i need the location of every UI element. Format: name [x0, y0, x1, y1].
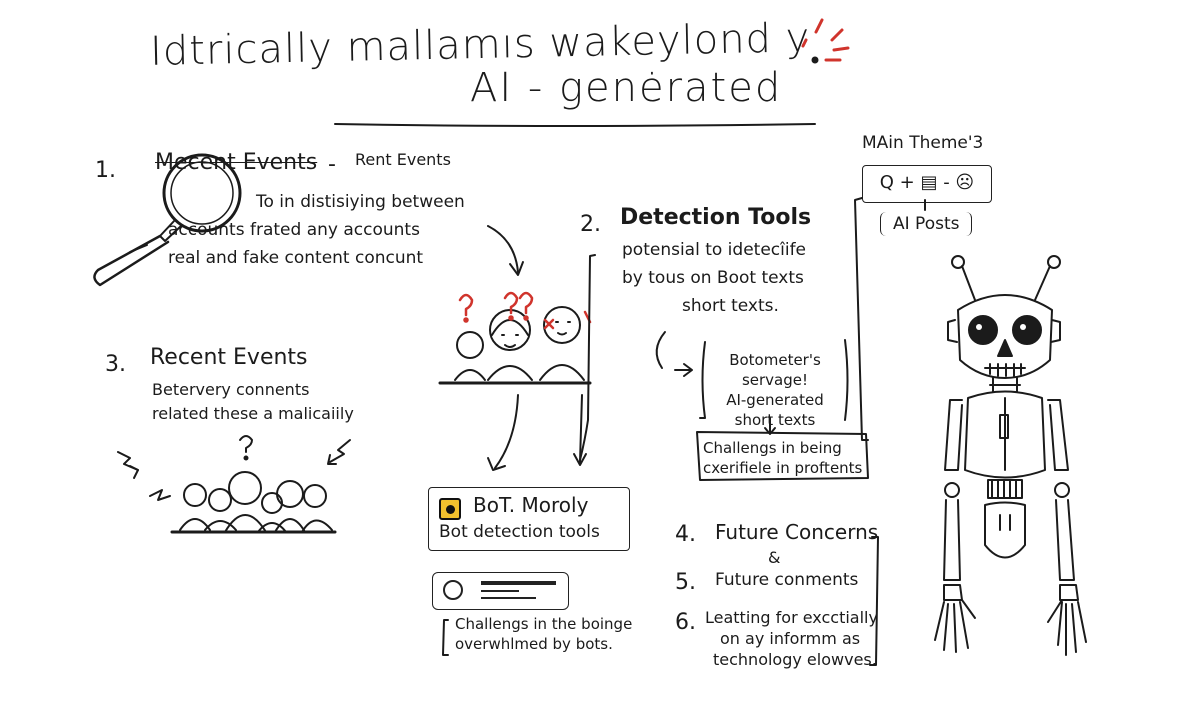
bottom-challenge-line-1: Challengs in the boinge: [455, 615, 633, 633]
section-2-challenge-line-2: cxerifiele in proftents: [703, 459, 863, 477]
arrow-line: [487, 225, 519, 273]
botometer-line-3: short texts: [734, 411, 816, 429]
lightning-arrow-icon: [117, 439, 351, 501]
bot-box-subtitle: Bot detection tools: [439, 522, 600, 542]
section-1-line-3: real and fake content concunt: [168, 248, 424, 268]
section-2-text: potensial to idetecîife by tous on Boot …: [622, 236, 842, 320]
connector-line: [579, 254, 596, 461]
search-line: [481, 581, 556, 585]
bracket: [699, 341, 706, 419]
section-4-heading: Future Concerns: [715, 520, 879, 544]
search-line: [481, 590, 519, 592]
robot-illustration: [934, 255, 1087, 656]
arrow-head: [573, 453, 587, 466]
bracket: [844, 339, 849, 421]
bracket: [442, 619, 449, 656]
section-5-text: Future conments: [715, 570, 859, 590]
section-1-line-2: accounts frated any accounts: [168, 220, 420, 240]
section-2-challenge: Challengs in being cxerifiele in proften…: [703, 438, 868, 478]
section-2-heading: Detection Tools: [620, 205, 812, 230]
search-line: [481, 597, 536, 599]
section-1-number: 1.: [95, 158, 116, 183]
section-1-subheading: Rent Events: [355, 150, 451, 169]
curved-arrow: [655, 331, 666, 369]
section-2-line-1: potensial to idetecîife: [622, 240, 807, 260]
botometer-line-2: AI-generated: [726, 391, 824, 409]
bot-detection-box: BoT. Moroly Bot detection tools: [428, 487, 630, 551]
crowd-illustration: [170, 435, 337, 534]
section-6-line-3: technology elowves.: [713, 650, 877, 669]
bot-box-title: BoT. Moroly: [473, 493, 589, 517]
arrow-line: [579, 394, 583, 463]
section-2-challenge-line-1: Challengs in being: [703, 439, 842, 457]
main-theme-icons-box: Q + ▤ - ☹: [862, 165, 992, 203]
search-icon: [443, 580, 463, 600]
exclamation-icon: [801, 18, 850, 62]
section-1-heading: Mecent Events: [155, 150, 318, 175]
section-3-heading: Recent Events: [150, 345, 308, 370]
section-3-number: 3.: [105, 352, 126, 377]
section-2-line-2: by tous on Boot texts: [622, 268, 804, 288]
section-4-amp: &: [768, 548, 781, 567]
arrow-head: [509, 261, 524, 276]
magnifying-glass-icon: [93, 153, 242, 287]
page-subtitle: AI - genėrated: [470, 65, 783, 111]
bracket: [869, 536, 879, 666]
bot-logo-icon: [439, 498, 461, 520]
section-6-line-2: on ay informm as: [720, 629, 861, 648]
section-6-line-1: Leatting for excctially: [705, 608, 878, 627]
section-2-line-3: short texts.: [682, 296, 779, 316]
section-1-line-1: To in distisiying between: [256, 192, 465, 212]
title-underline: [334, 123, 816, 127]
section-1-dash: -: [328, 152, 336, 177]
section-3-line-2: related these a malicaiily: [152, 404, 354, 423]
ai-posts-tag: AI Posts: [880, 212, 973, 236]
section-3-line-1: Betervery connents: [152, 380, 310, 399]
botometer-line-1: Botometer's servage!: [729, 351, 821, 389]
search-bar-sketch: [432, 572, 569, 610]
botometer-note: Botometer's servage! AI-generated short …: [700, 350, 850, 430]
bottom-challenge-line-2: overwhlmed by bots.: [455, 635, 613, 653]
section-4-number: 4.: [675, 522, 696, 547]
section-6-text: Leatting for excctially on ay informm as…: [705, 607, 885, 670]
section-1-text: To in distisiying between accounts frate…: [168, 188, 498, 272]
main-theme-label: MAin Theme'3: [862, 133, 984, 153]
confused-people-illustration: [438, 306, 592, 385]
title-dot: [811, 56, 819, 64]
arrow-head: [487, 457, 506, 471]
theme-icons: Q + ▤ - ☹: [879, 172, 975, 193]
bottom-challenge-note: Challengs in the boinge overwhlmed by bo…: [455, 614, 635, 654]
section-5-number: 5.: [675, 570, 696, 595]
theme-connector: [854, 197, 869, 441]
section-6-number: 6.: [675, 610, 696, 635]
section-2-number: 2.: [580, 212, 601, 237]
arrow-line: [494, 394, 519, 469]
challenge-box-outline: [696, 431, 869, 481]
section-3-text: Betervery connents related these a malic…: [152, 378, 412, 426]
